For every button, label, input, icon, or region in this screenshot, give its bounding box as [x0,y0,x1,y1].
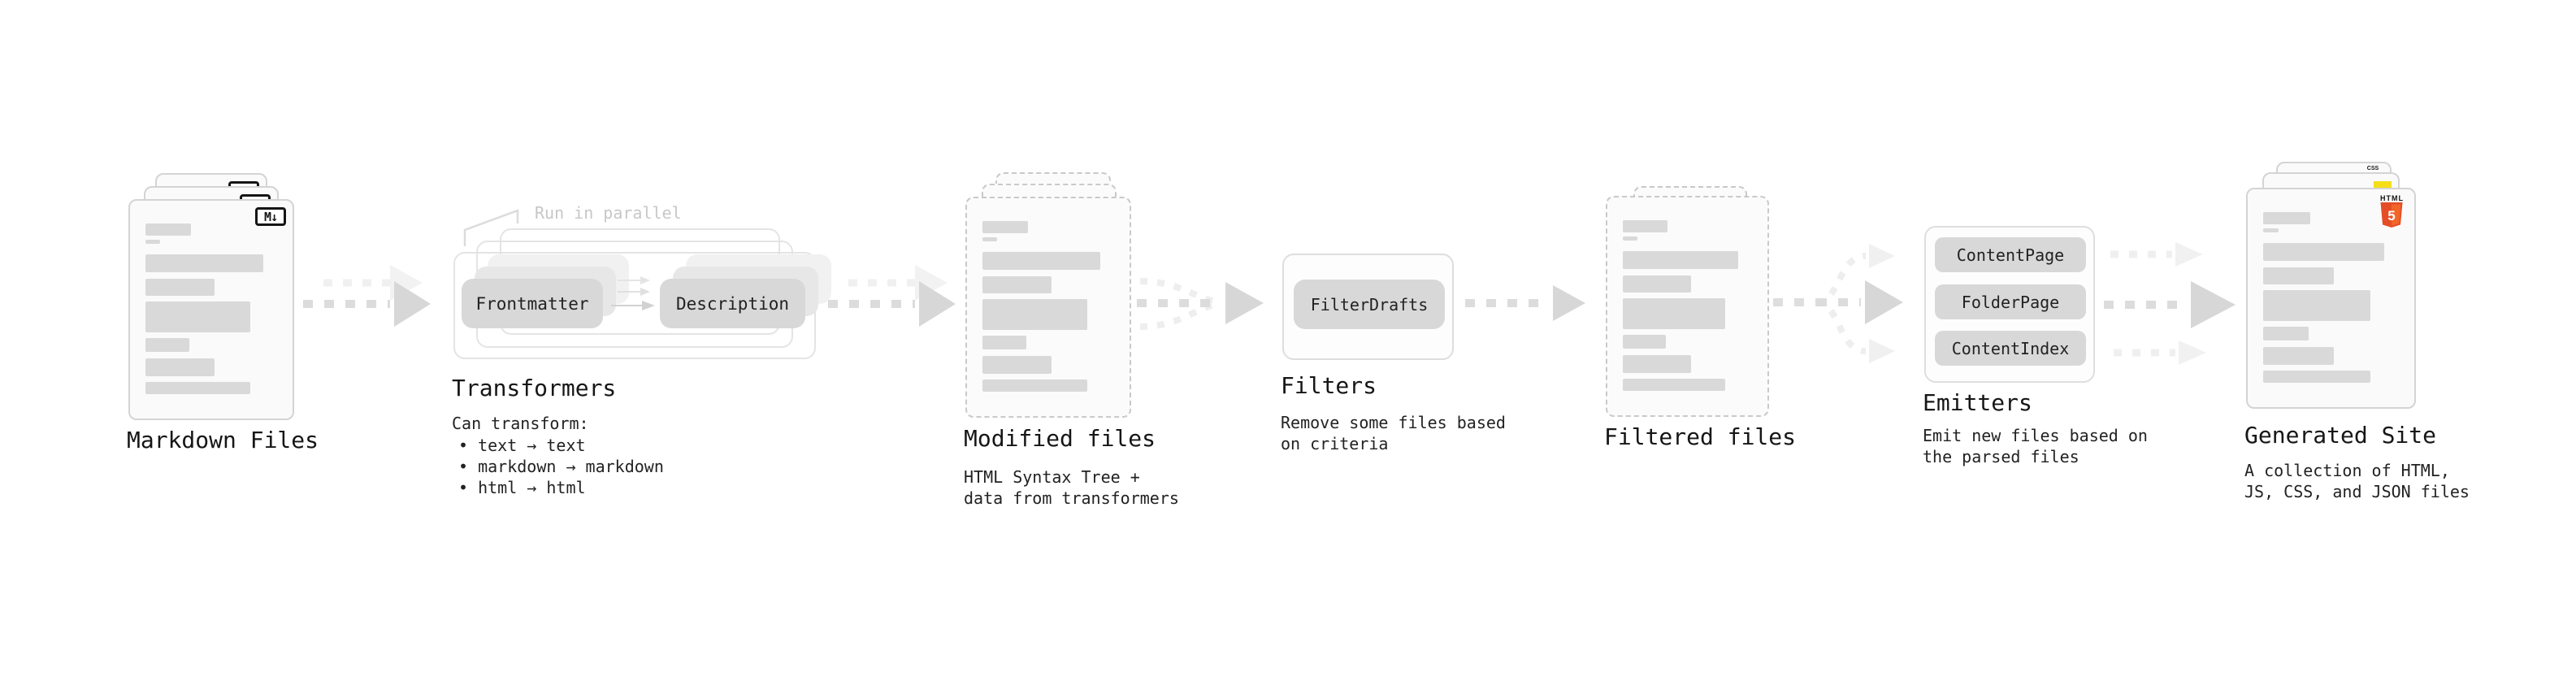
generated-site-desc: A collection of HTML, JS, CSS, and JSON … [2244,460,2470,502]
stage-title-filters: Filters [1281,372,1377,399]
stage-title-modified-files: Modified files [964,425,1156,452]
filters-desc: Remove some files based on criteria [1281,412,1506,454]
html5-icon: HTML 5 [2380,195,2403,232]
description-pill: Description [660,279,805,328]
contentindex-pill: ContentIndex [1935,331,2086,366]
arrow-markdown-to-transformers [303,265,431,327]
arrow-emitters-to-generated [2104,242,2236,365]
filtered-file-card-front [1606,196,1769,417]
doc-placeholder-lines [1607,197,1767,415]
svg-text:5: 5 [2387,208,2395,223]
run-in-parallel-note: Run in parallel [535,203,682,223]
desc-line: on criteria [1281,434,1389,453]
doc-placeholder-lines [130,201,293,419]
arrow-filters-to-filtered [1465,285,1585,321]
modified-files-desc: HTML Syntax Tree + data from transformer… [964,466,1179,509]
transformers-bullet: • text → text [458,436,586,455]
stage-title-transformers: Transformers [452,375,617,401]
folderpage-pill: FolderPage [1935,284,2086,319]
arrow-modified-to-filters [1137,278,1264,330]
html5-shield: 5 [2380,202,2403,228]
callout-line [463,209,519,246]
emitters-desc: Emit new files based on the parsed files [1923,425,2148,467]
modified-file-card-front [965,197,1131,418]
stage-title-markdown-files: Markdown Files [127,427,319,453]
transformers-bullet: • markdown → markdown [458,457,664,476]
arrow-filtered-to-emitters [1773,244,1903,363]
doc-placeholder-lines [967,198,1130,416]
stage-title-emitters: Emitters [1923,389,2032,416]
markdown-file-card-front: M↓ [128,199,294,420]
stage-title-filtered-files: Filtered files [1604,423,1797,450]
contentpage-pill: ContentPage [1935,237,2086,272]
generated-file-card-front: HTML 5 [2246,188,2416,409]
desc-line: Emit new files based on [1923,426,2148,445]
desc-line: the parsed files [1923,447,2079,466]
arrow-transformers-to-modified [828,265,956,327]
html5-word: HTML [2380,194,2404,202]
desc-line: JS, CSS, and JSON files [2244,482,2470,501]
frontmatter-pill: Frontmatter [462,279,603,328]
markdown-icon: M↓ [255,207,286,226]
desc-line: data from transformers [964,488,1179,508]
doc-placeholder-lines [2248,189,2414,407]
filterdrafts-pill: FilterDrafts [1294,280,1445,329]
parallel-arrows-icon [611,276,655,310]
css-label: CSS [2366,166,2379,171]
stage-title-generated-site: Generated Site [2244,422,2437,449]
transformers-bullet: • html → html [458,478,586,497]
transformers-desc: Can transform: [452,414,589,433]
desc-line: HTML Syntax Tree + [964,467,1140,487]
desc-line: A collection of HTML, [2244,461,2450,480]
desc-line: Remove some files based [1281,413,1506,432]
